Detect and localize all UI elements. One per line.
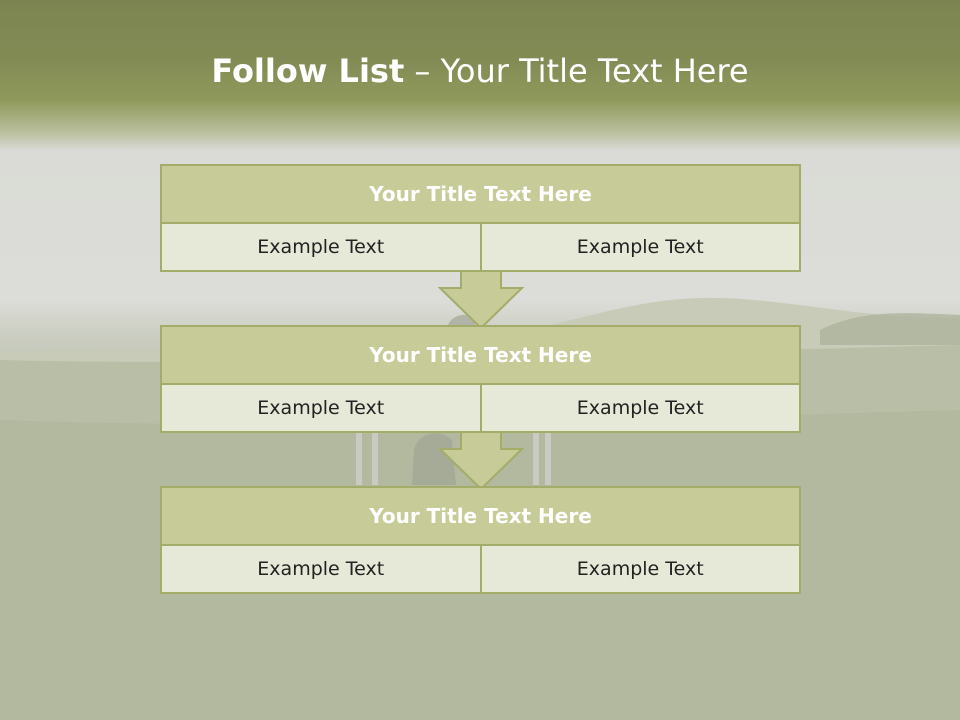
step-box-title: Your Title Text Here	[162, 488, 799, 544]
step-box-left-text: Example Text	[162, 224, 480, 270]
step-box-left-text: Example Text	[162, 385, 480, 431]
title-rest: – Your Title Text Here	[404, 52, 749, 90]
step-box-3: Your Title Text Here Example Text Exampl…	[160, 486, 801, 594]
down-arrow-icon	[438, 270, 524, 330]
header-banner	[0, 0, 960, 150]
step-box-1: Your Title Text Here Example Text Exampl…	[160, 164, 801, 272]
title-bold: Follow List	[211, 52, 405, 90]
step-box-title: Your Title Text Here	[162, 166, 799, 222]
down-arrow-icon	[438, 431, 524, 491]
step-box-title: Your Title Text Here	[162, 327, 799, 383]
step-box-2: Your Title Text Here Example Text Exampl…	[160, 325, 801, 433]
step-box-right-text: Example Text	[479, 224, 799, 270]
step-box-right-text: Example Text	[479, 546, 799, 592]
step-box-left-text: Example Text	[162, 546, 480, 592]
step-box-right-text: Example Text	[479, 385, 799, 431]
slide-title: Follow List – Your Title Text Here	[0, 52, 960, 90]
